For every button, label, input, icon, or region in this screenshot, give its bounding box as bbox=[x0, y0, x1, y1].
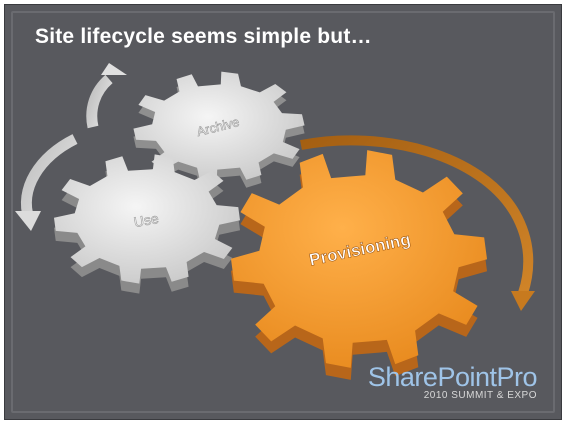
gear-use-label: Use bbox=[132, 210, 160, 230]
gear-provisioning: Provisioning bbox=[230, 150, 488, 380]
gray-arrow-upper bbox=[86, 63, 127, 129]
gray-arrow-lower bbox=[15, 134, 78, 231]
sharepointpro-logo: SharePointPro 2010 SUMMIT & EXPO bbox=[367, 362, 538, 401]
slide: Site lifecycle seems simple but… bbox=[4, 4, 562, 420]
logo-name: SharePointPro bbox=[367, 362, 538, 392]
logo-subtitle: 2010 SUMMIT & EXPO bbox=[423, 390, 537, 401]
gear-archive: Archive bbox=[133, 71, 305, 191]
gear-use: Use bbox=[53, 154, 241, 294]
lifecycle-diagram: Archive Use Provisioning bbox=[15, 63, 535, 380]
slide-title: Site lifecycle seems simple but… bbox=[35, 25, 372, 48]
orange-arrow bbox=[300, 135, 535, 311]
